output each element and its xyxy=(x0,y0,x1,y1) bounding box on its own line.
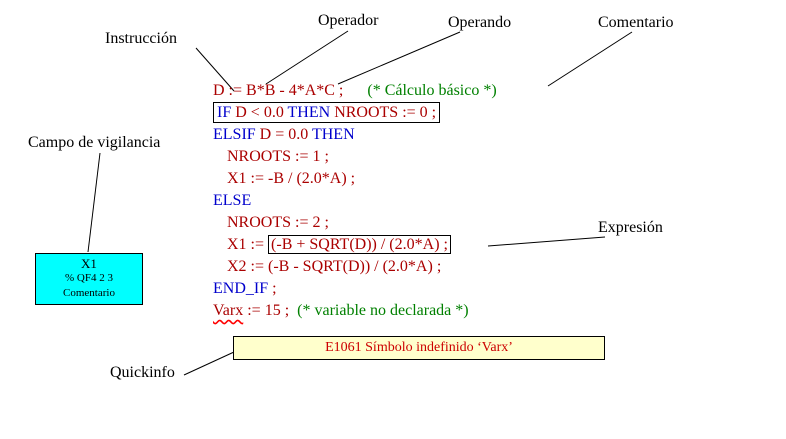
error-token: Varx xyxy=(213,302,244,319)
code-line: END_IF ; xyxy=(213,278,497,300)
connector-operador xyxy=(265,30,349,85)
connector-campo xyxy=(87,152,101,253)
code-segment: END_IF xyxy=(213,280,269,297)
watch-variable: X1 xyxy=(81,256,97,271)
code-block: D := B*B - 4*A*C ; (* Cálculo básico *)I… xyxy=(213,80,497,322)
quickinfo-message: E1061 Símbolo indefinido ‘Varx’ xyxy=(325,340,513,355)
code-segment: THEN xyxy=(311,126,355,143)
connector-operando xyxy=(337,31,461,85)
code-segment: ; xyxy=(268,280,277,297)
code-segment: NROOTS := 0 ; xyxy=(330,104,437,121)
label-operador: Operador xyxy=(318,12,379,29)
code-line: X1 := (-B + SQRT(D)) / (2.0*A) ; xyxy=(213,234,497,256)
code-segment: D < 0.0 xyxy=(231,104,288,121)
connector-expresion xyxy=(487,236,606,247)
code-line: NROOTS := 2 ; xyxy=(213,212,497,234)
code-segment: IF xyxy=(217,104,232,121)
label-quickinfo: Quickinfo xyxy=(110,364,175,381)
code-line: X1 := -B / (2.0*A) ; xyxy=(213,168,497,190)
code-line: ELSIF D = 0.0 THEN xyxy=(213,124,497,146)
label-comentario: Comentario xyxy=(598,14,674,31)
boxed-statement: IF D < 0.0 THEN NROOTS := 0 ; xyxy=(213,102,441,123)
watch-comment: Comentario xyxy=(63,287,115,299)
connector-quickinfo xyxy=(183,351,235,376)
code-segment: NROOTS := 2 ; xyxy=(227,214,329,231)
code-line: NROOTS := 1 ; xyxy=(213,146,497,168)
code-segment: X1 := xyxy=(227,236,269,253)
code-segment: := 15 ; xyxy=(243,302,298,319)
code-segment: X1 := -B / (2.0*A) ; xyxy=(227,170,356,187)
watch-field-box: X1 % QF4 2 3 Comentario xyxy=(35,253,143,305)
code-line: D := B*B - 4*A*C ; (* Cálculo básico *) xyxy=(213,80,497,102)
code-segment: (* variable no declarada *) xyxy=(297,302,469,319)
code-segment: NROOTS := 1 ; xyxy=(227,148,329,165)
connector-comentario xyxy=(547,31,633,87)
code-line: IF D < 0.0 THEN NROOTS := 0 ; xyxy=(213,102,497,124)
label-operando: Operando xyxy=(448,14,512,31)
code-segment: X2 := (-B - SQRT(D)) / (2.0*A) ; xyxy=(227,258,442,275)
code-segment xyxy=(343,82,367,99)
code-line: X2 := (-B - SQRT(D)) / (2.0*A) ; xyxy=(213,256,497,278)
quickinfo-message-box: E1061 Símbolo indefinido ‘Varx’ xyxy=(233,336,605,360)
code-segment: D := B*B - 4*A*C ; xyxy=(213,82,344,99)
code-line: Varx := 15 ; (* variable no declarada *) xyxy=(213,300,497,322)
code-segment: D = 0.0 xyxy=(255,126,312,143)
label-campo-vigilancia: Campo de vigilancia xyxy=(28,134,161,151)
label-instruccion: Instrucción xyxy=(105,30,177,47)
code-line: ELSE xyxy=(213,190,497,212)
code-segment: (* Cálculo básico *) xyxy=(367,82,497,99)
watch-address: % QF4 2 3 xyxy=(65,272,113,284)
code-segment: ELSE xyxy=(213,192,252,209)
boxed-expression: (-B + SQRT(D)) / (2.0*A) ; xyxy=(268,235,451,254)
code-segment: ELSIF xyxy=(213,126,256,143)
code-segment: THEN xyxy=(287,104,331,121)
label-expresion: Expresión xyxy=(598,219,663,236)
